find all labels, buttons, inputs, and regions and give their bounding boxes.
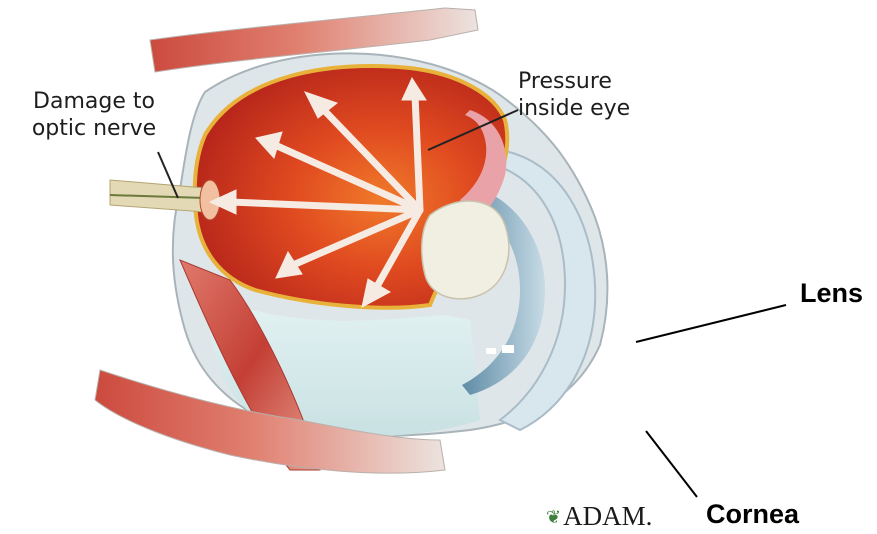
- lens-leader: [636, 305, 786, 342]
- lens-shape: [422, 201, 509, 299]
- pressure-inside-eye-label: Pressure inside eye: [518, 68, 630, 122]
- damage-label-line1: Damage to: [8, 88, 180, 115]
- damage-optic-nerve-label: Damage to optic nerve: [8, 88, 180, 142]
- pressure-label-line2: inside eye: [518, 95, 630, 122]
- damage-label-line2: optic nerve: [8, 115, 180, 142]
- cornea-label: Cornea: [706, 499, 799, 530]
- pressure-label-line1: Pressure: [518, 68, 630, 95]
- logo-text: ADAM.: [563, 501, 652, 531]
- lens-label: Lens: [800, 278, 863, 309]
- leaf-icon: ❦: [546, 507, 561, 527]
- cornea-leader: [646, 431, 697, 497]
- adam-logo: ❦ADAM.: [546, 501, 652, 532]
